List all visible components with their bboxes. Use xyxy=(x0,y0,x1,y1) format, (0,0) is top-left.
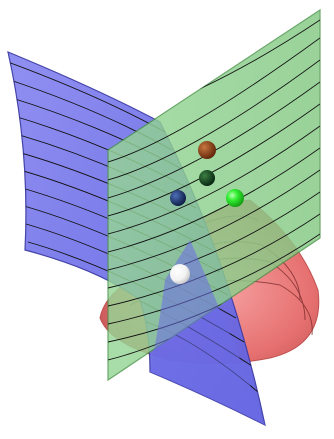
sphere-navy xyxy=(170,190,186,206)
sphere-dark-green xyxy=(199,170,215,186)
sphere-bright-green xyxy=(226,189,244,207)
sphere-white xyxy=(170,264,190,284)
sphere-brown xyxy=(198,141,216,159)
green-flat-sheet xyxy=(107,8,321,382)
spheres xyxy=(170,141,244,284)
blue-sheet-front-panel xyxy=(150,240,265,425)
